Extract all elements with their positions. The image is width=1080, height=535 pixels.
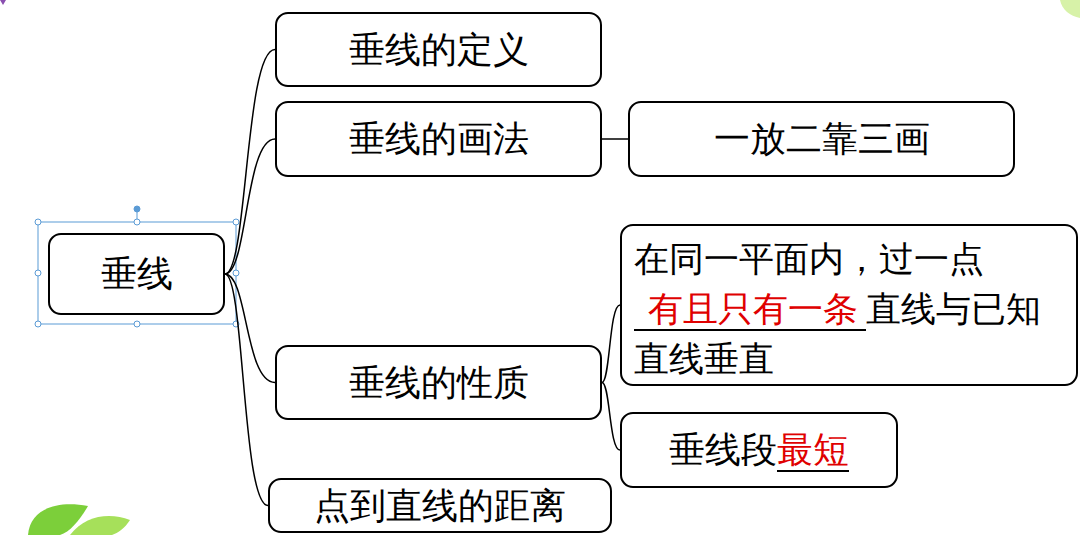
label-text: 在同一平面内，过一点	[634, 239, 984, 279]
label-text: 垂线的定义	[349, 29, 529, 70]
branch-line	[602, 138, 628, 140]
box-text: 垂线的画法	[349, 117, 529, 160]
label-text: 一放二靠三画	[714, 118, 930, 159]
box-text: 点到直线的距离	[314, 484, 566, 527]
leaf	[70, 516, 130, 535]
selection-handles	[35, 206, 239, 327]
mind-map-box: 一放二靠三画	[628, 101, 1015, 177]
box-text: 垂线的定义	[349, 28, 529, 71]
mind-map-box: 点到直线的距离	[268, 478, 612, 533]
mind-map-box: 垂线的画法	[275, 101, 602, 177]
box-text: 一放二靠三画	[714, 117, 930, 160]
branch-line	[602, 305, 620, 383]
corner-mark	[0, 0, 6, 5]
box-text: 在同一平面内，过一点有且只有一条直线与已知直线垂直	[634, 234, 1064, 384]
label-text: 垂线段	[669, 429, 777, 470]
mind-map-box: 垂线的定义	[275, 12, 602, 87]
branch-line	[602, 383, 620, 451]
box-text: 垂线的性质	[349, 361, 529, 404]
answer-blank: 有且只有一条	[634, 289, 866, 331]
mind-map-box: 垂线	[48, 233, 225, 315]
label-text: 垂线	[101, 253, 173, 294]
branch-line	[225, 139, 275, 274]
answer-text: 最短	[777, 429, 849, 472]
mind-map-box: 垂线的性质	[275, 345, 602, 420]
box-text: 垂线段最短	[669, 428, 849, 471]
box-text: 垂线	[101, 252, 173, 295]
mind-map-box: 垂线段最短	[620, 412, 898, 488]
mind-map-box: 在同一平面内，过一点有且只有一条直线与已知直线垂直	[620, 224, 1078, 386]
label-text: 垂线的画法	[349, 118, 529, 159]
branch-line	[225, 50, 275, 275]
label-text: 垂线的性质	[349, 362, 529, 403]
leaf	[1060, 0, 1080, 18]
branch-line	[225, 274, 268, 506]
label-text: 点到直线的距离	[314, 485, 566, 526]
